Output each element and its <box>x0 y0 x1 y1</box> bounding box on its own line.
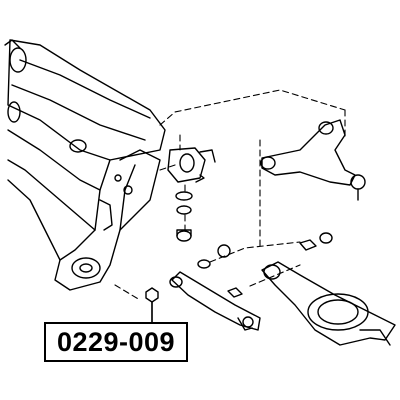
bushing-stack <box>167 147 216 242</box>
rear-subframe <box>4 39 166 291</box>
hardware-group <box>145 174 333 323</box>
lower-control-arm <box>261 261 396 346</box>
assembly-guide-lines <box>114 89 346 301</box>
lateral-link <box>169 271 261 331</box>
upper-control-arm <box>260 119 366 201</box>
part-number-callout: 0229-009 <box>44 322 188 362</box>
